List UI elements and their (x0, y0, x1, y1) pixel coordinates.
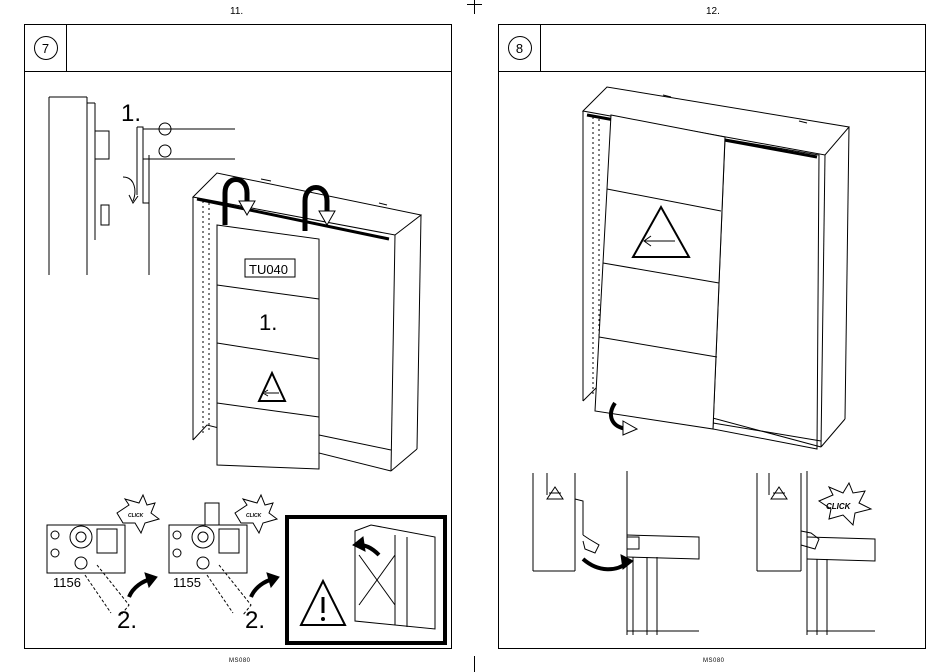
step-8-illustration: CLICK (499, 25, 927, 650)
wardrobe-drawing (583, 87, 849, 449)
guide-1155-drawing (169, 495, 279, 615)
warning-box (287, 517, 445, 643)
step-2-label-b: 2. (245, 607, 265, 634)
part-1155-label: 1155 (173, 575, 201, 590)
step-7-illustration: 1. TU040 1. 1156 1155 2. 2. CLICK CLICK (25, 25, 453, 650)
footer-code-left: MS080 (229, 658, 251, 664)
crop-mark-top-bar (467, 4, 482, 5)
click-label-b: CLICK (246, 513, 262, 519)
click-label: CLICK (826, 502, 852, 511)
bottom-guide-detail-left (533, 471, 699, 635)
part-1156-label: 1156 (53, 575, 81, 590)
bottom-guide-detail-right (757, 471, 875, 635)
rail-detail-drawing (49, 97, 235, 275)
footer-code-right: MS080 (703, 658, 725, 664)
crop-mark-top (474, 0, 475, 14)
instruction-panel-step-7: 7 (24, 24, 452, 649)
crop-mark-bottom (474, 656, 475, 672)
step-2-label-a: 2. (117, 607, 137, 634)
wardrobe-drawing (193, 173, 421, 471)
detail-step-1-label: 1. (121, 100, 141, 127)
click-label-a: CLICK (128, 513, 144, 519)
door-code-label: TU040 (249, 262, 288, 277)
page-number-left: 11. (230, 6, 243, 17)
instruction-panel-step-8: 8 (498, 24, 926, 649)
door-step-1-label: 1. (259, 310, 277, 335)
page-number-right: 12. (706, 6, 720, 17)
